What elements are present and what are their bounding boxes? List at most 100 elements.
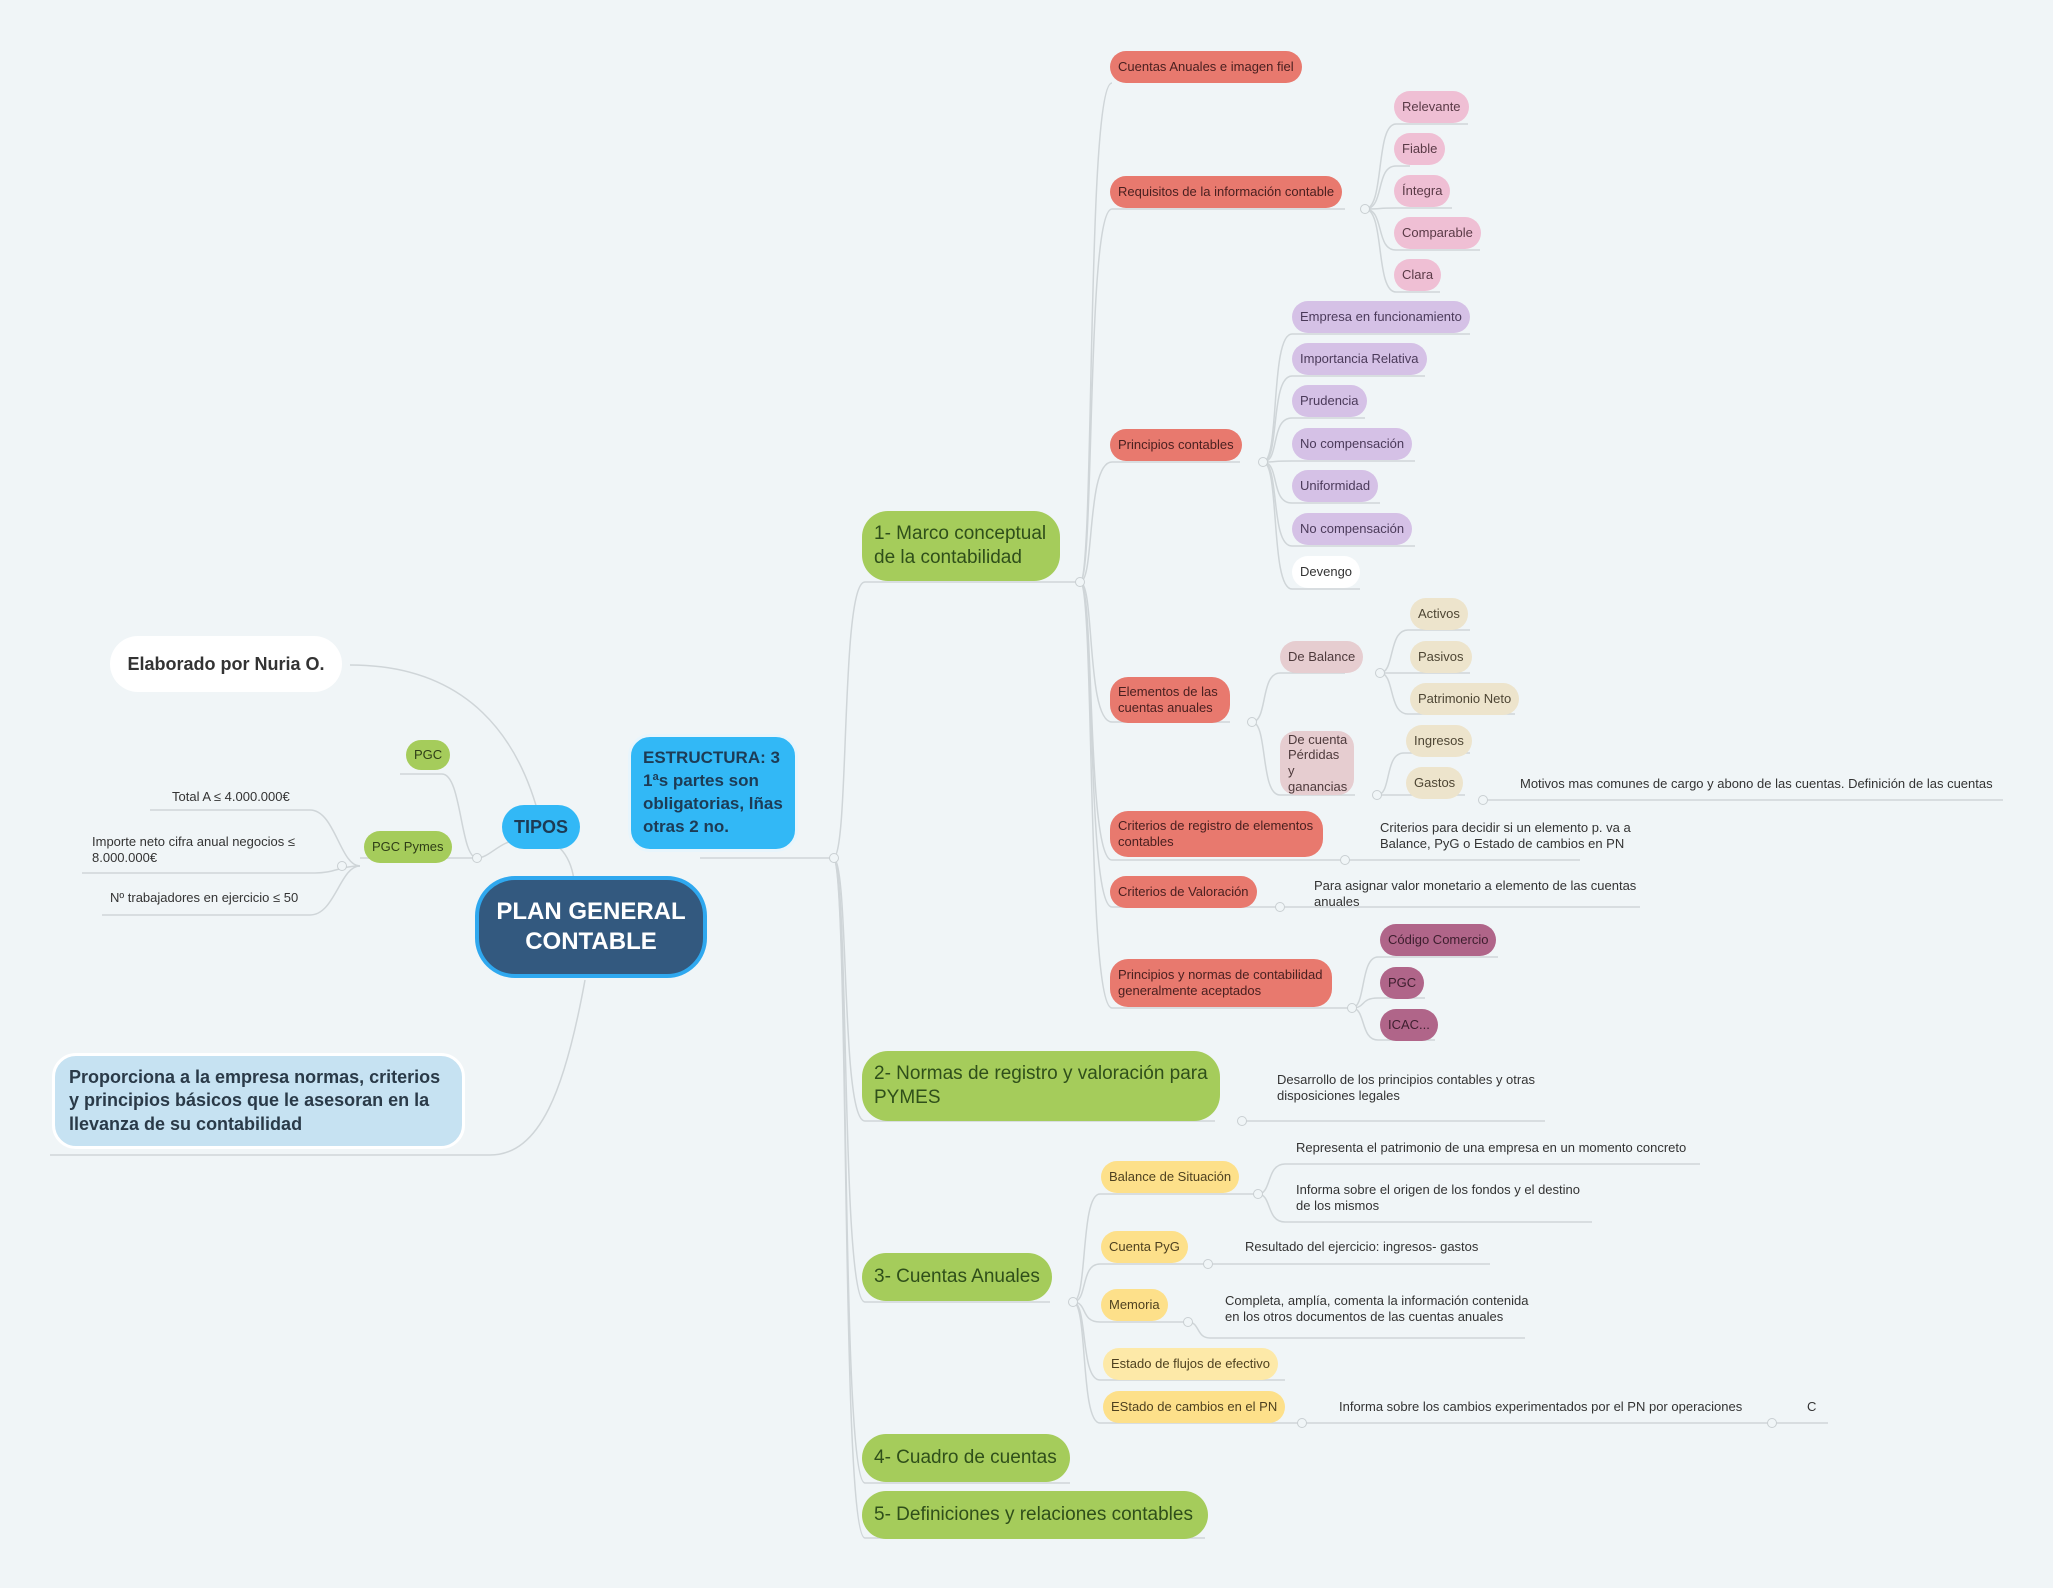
- ca-balance-situacion[interactable]: Balance de Situación: [1101, 1161, 1240, 1193]
- pyg-ingresos[interactable]: Ingresos: [1406, 725, 1472, 757]
- ca-balance-note-2: Informa sobre el origen de los fondos y …: [1296, 1178, 1596, 1218]
- connector-dot: [1375, 668, 1385, 678]
- norma-codigo-comercio[interactable]: Código Comercio: [1380, 924, 1497, 956]
- normas-pymes-note: Desarrollo de los principios contables y…: [1277, 1068, 1557, 1108]
- req-item-label: Comparable: [1402, 224, 1473, 240]
- ca-cambios-trail-text: C: [1807, 1398, 1817, 1414]
- req-trabajadores: Nº trabajadores en ejercicio ≤ 50: [110, 887, 325, 909]
- estructura-node[interactable]: ESTRUCTURA: 3 1ªs partes son obligatoria…: [628, 734, 798, 852]
- ca-cambios-note: Informa sobre los cambios experimentados…: [1339, 1396, 1759, 1418]
- summary-node[interactable]: Proporciona a la empresa normas, criteri…: [52, 1053, 465, 1149]
- norma-icac[interactable]: ICAC...: [1380, 1009, 1438, 1041]
- author-node[interactable]: Elaborado por Nuria O.: [110, 636, 342, 692]
- req-clara[interactable]: Clara: [1394, 259, 1442, 291]
- principio-label: Prudencia: [1300, 392, 1359, 408]
- pyg-item-label: Gastos: [1414, 774, 1456, 790]
- principio-no-compensacion-2[interactable]: No compensación: [1292, 513, 1413, 545]
- balance-pasivos[interactable]: Pasivos: [1410, 641, 1472, 673]
- elem-de-balance[interactable]: De Balance: [1280, 641, 1364, 673]
- req-integra[interactable]: Íntegra: [1394, 175, 1451, 207]
- principio-importancia[interactable]: Importancia Relativa: [1292, 343, 1427, 375]
- topic-criterios-registro[interactable]: Criterios de registro de elementos conta…: [1110, 811, 1323, 857]
- branch-definiciones[interactable]: 5- Definiciones y relaciones contables: [862, 1491, 1208, 1539]
- req-relevante[interactable]: Relevante: [1394, 91, 1469, 123]
- pgc-node[interactable]: PGC: [406, 740, 451, 770]
- norma-pgc[interactable]: PGC: [1380, 967, 1425, 999]
- req-item-label: Clara: [1402, 266, 1434, 282]
- pyg-gastos[interactable]: Gastos: [1406, 767, 1464, 799]
- pgc-pymes-node[interactable]: PGC Pymes: [364, 831, 452, 863]
- principio-empresa[interactable]: Empresa en funcionamiento: [1292, 301, 1470, 333]
- req-comparable[interactable]: Comparable: [1394, 217, 1481, 249]
- ca-cuenta-pyg[interactable]: Cuenta PyG: [1101, 1231, 1188, 1263]
- connector-dot: [1297, 1418, 1307, 1428]
- gastos-note-text: Motivos mas comunes de cargo y abono de …: [1520, 775, 1993, 791]
- topic-principios-normas[interactable]: Principios y normas de contabilidad gene…: [1110, 959, 1332, 1007]
- elem-de-pyg[interactable]: De cuenta Pérdidas y ganancias: [1280, 731, 1354, 795]
- ca-pyg-note-text: Resultado del ejercicio: ingresos- gasto…: [1245, 1238, 1479, 1254]
- topic-principios-contables[interactable]: Principios contables: [1110, 429, 1242, 461]
- connector-dot: [1183, 1317, 1193, 1327]
- author-text: Elaborado por Nuria O.: [127, 653, 325, 674]
- req-fiable[interactable]: Fiable: [1394, 133, 1446, 165]
- criterios-registro-note-text: Criterios para decidir si un elemento p.…: [1380, 819, 1631, 851]
- ca-memoria[interactable]: Memoria: [1101, 1289, 1168, 1321]
- connector-dot: [1340, 855, 1350, 865]
- branch-definiciones-title: 5- Definiciones y relaciones contables: [874, 1504, 1193, 1526]
- branch-normas-pymes-title: 2- Normas de registro y valoración para …: [874, 1063, 1208, 1108]
- principio-label: No compensación: [1300, 435, 1405, 451]
- root-topic[interactable]: PLAN GENERAL CONTABLE: [475, 876, 707, 978]
- pgc-label: PGC: [414, 746, 443, 762]
- normas-pymes-note-text: Desarrollo de los principios contables y…: [1277, 1071, 1535, 1103]
- principio-prudencia[interactable]: Prudencia: [1292, 385, 1367, 417]
- topic-elementos[interactable]: Elementos de las cuentas anuales: [1110, 677, 1230, 723]
- principio-devengo[interactable]: Devengo: [1292, 556, 1361, 588]
- req-trabajadores-text: Nº trabajadores en ejercicio ≤ 50: [110, 889, 299, 905]
- norma-label: ICAC...: [1388, 1016, 1430, 1032]
- branch-cuentas-anuales-title: 3- Cuentas Anuales: [874, 1266, 1040, 1288]
- topic-cuentas-anuales[interactable]: Cuentas Anuales e imagen fiel: [1110, 51, 1302, 83]
- connector-dot: [829, 853, 839, 863]
- norma-label: Código Comercio: [1388, 931, 1489, 947]
- ca-flujos-efectivo[interactable]: Estado de flujos de efectivo: [1103, 1348, 1278, 1380]
- summary-text: Proporciona a la empresa normas, criteri…: [69, 1067, 441, 1134]
- connector-dot: [1478, 795, 1488, 805]
- connector-dot: [1075, 577, 1085, 587]
- connector-dot: [1360, 204, 1370, 214]
- req-importe-neto-text: Importe neto cifra anual negocios ≤ 8.00…: [92, 833, 295, 865]
- principio-label: Uniformidad: [1300, 477, 1371, 493]
- ca-pyg-label: Cuenta PyG: [1109, 1238, 1180, 1254]
- connector-dot: [1068, 1297, 1078, 1307]
- connector-dot: [1275, 902, 1285, 912]
- criterios-registro-note: Criterios para decidir si un elemento p.…: [1380, 816, 1650, 856]
- connector-dot: [1767, 1418, 1777, 1428]
- pgc-pymes-label: PGC Pymes: [372, 838, 444, 854]
- criterios-valoracion-note: Para asignar valor monetario a elemento …: [1314, 874, 1644, 914]
- branch-cuadro-cuentas[interactable]: 4- Cuadro de cuentas: [862, 1434, 1070, 1482]
- topic-criterios-valoracion-label: Criterios de Valoración: [1118, 883, 1249, 899]
- ca-memoria-label: Memoria: [1109, 1296, 1160, 1312]
- tipos-node[interactable]: TIPOS: [502, 805, 580, 849]
- balance-patrimonio[interactable]: Patrimonio Neto: [1410, 683, 1520, 715]
- topic-requisitos-label: Requisitos de la información contable: [1118, 183, 1335, 199]
- req-total-activo-text: Total A ≤ 4.000.000€: [172, 788, 290, 804]
- branch-normas-pymes[interactable]: 2- Normas de registro y valoración para …: [862, 1051, 1220, 1121]
- principio-no-compensacion[interactable]: No compensación: [1292, 428, 1413, 460]
- branch-cuadro-cuentas-title: 4- Cuadro de cuentas: [874, 1447, 1057, 1469]
- ca-memoria-note: Completa, amplía, comenta la información…: [1225, 1282, 1535, 1336]
- balance-item-label: Patrimonio Neto: [1418, 690, 1512, 706]
- req-importe-neto: Importe neto cifra anual negocios ≤ 8.00…: [92, 830, 322, 870]
- balance-activos[interactable]: Activos: [1410, 598, 1468, 630]
- connector-dot: [1247, 717, 1257, 727]
- topic-criterios-valoracion[interactable]: Criterios de Valoración: [1110, 876, 1257, 908]
- connector-dot: [1237, 1116, 1247, 1126]
- gastos-note: Motivos mas comunes de cargo y abono de …: [1520, 772, 2000, 796]
- branch-marco-conceptual[interactable]: 1- Marco conceptual de la contabilidad: [862, 511, 1060, 581]
- ca-cambios-pn[interactable]: EStado de cambios en el PN: [1103, 1391, 1286, 1423]
- ca-flujos-label: Estado de flujos de efectivo: [1111, 1355, 1270, 1371]
- topic-requisitos[interactable]: Requisitos de la información contable: [1110, 176, 1343, 208]
- principio-uniformidad[interactable]: Uniformidad: [1292, 470, 1379, 502]
- branch-cuentas-anuales[interactable]: 3- Cuentas Anuales: [862, 1253, 1052, 1301]
- ca-balance-note-1-text: Representa el patrimonio de una empresa …: [1296, 1139, 1687, 1155]
